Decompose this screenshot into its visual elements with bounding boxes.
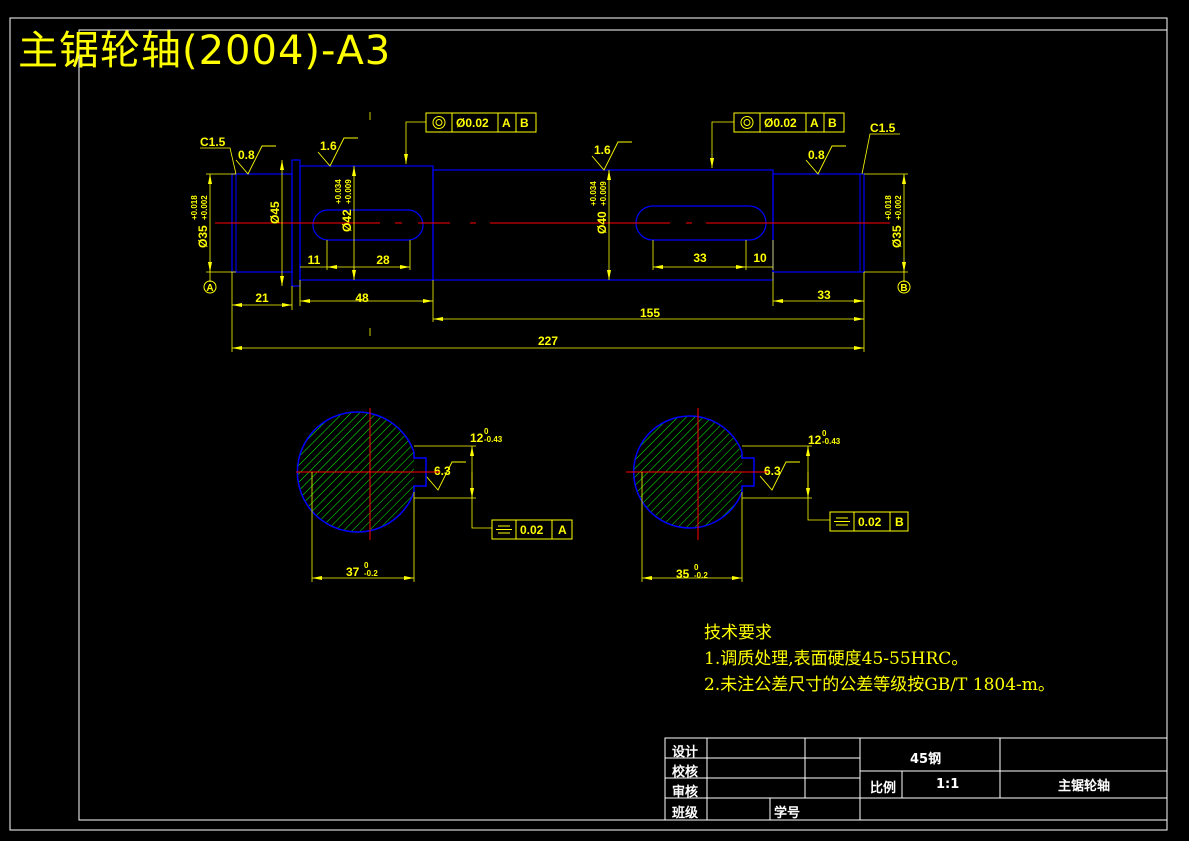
section-a-width: 37 [346,565,360,579]
dim-keyway-offset-right: 10 [753,251,767,265]
dim-left-section: 48 [355,291,369,305]
diameter-shoulder: Ø45 [268,201,282,224]
section-b-width: 35 [676,567,690,581]
section-view-a: 37 0 -0.2 12 0 -0.43 0.02 A [296,408,573,582]
svg-text:Ø45: Ø45 [268,201,282,224]
section-b-width-lower: -0.2 [694,571,708,580]
svg-text:+0.018: +0.018 [884,195,893,220]
drawing-title: 主锯轮轴(2004)-A3 [18,28,392,74]
tb-scale-label: 比例 [870,781,897,796]
section-b-key-lower: -0.43 [822,437,841,446]
symmetry-a-value: 0.02 [520,523,544,537]
diameter-middle: Ø40 +0.034 +0.009 [589,181,609,234]
tech-req-item-2: 2.未注公差尺寸的公差等级按GB/T 1804-m。 [704,675,1055,695]
section-a-key-lower: -0.43 [484,435,503,444]
svg-text:Ø40: Ø40 [595,211,609,234]
runout-left-datum2: B [520,116,529,130]
chamfer-label-left: C1.5 [200,135,226,149]
runout-right-value: Ø0.02 [764,116,797,130]
tb-check-label: 校核 [672,765,699,780]
section-a-key-width: 12 [470,431,484,445]
svg-text:+0.009: +0.009 [599,181,608,206]
datum-b-label: B [900,283,907,294]
datum-a-label: A [206,283,213,294]
dim-left-journal: 21 [255,291,269,305]
tb-material: 45钢 [910,752,942,767]
surface-finish-symbols [235,137,846,491]
dim-keyway-length-right: 33 [693,251,707,265]
runout-right-datum2: B [828,116,837,130]
svg-text:+0.002: +0.002 [200,195,209,220]
outer-frame [9,17,1168,831]
section-b-key-upper: 0 [822,429,827,438]
chamfer-label-right: C1.5 [870,121,896,135]
svg-text:Ø35: Ø35 [196,225,210,248]
svg-text:+0.034: +0.034 [589,181,598,206]
title-block-grid [664,737,1168,821]
tb-part-name: 主锯轮轴 [1058,779,1111,794]
finish-label-left-key: 1.6 [320,139,337,153]
dim-middle-section: 155 [640,306,660,320]
dim-right-section: 33 [817,288,831,302]
dimension-lines [200,112,908,352]
symmetry-b-datum: B [895,515,904,529]
symmetry-b-value: 0.02 [858,515,882,529]
tb-scale-value: 1:1 [936,777,960,792]
diameter-left-key-section: Ø42 +0.034 +0.009 [334,179,354,232]
runout-frame-right [733,112,845,133]
svg-text:+0.018: +0.018 [190,195,199,220]
diameter-right-journal: Ø35 +0.018 +0.002 [884,195,904,248]
diameter-left-journal: Ø35 +0.018 +0.002 [190,195,210,248]
technical-requirements: 技术要求 1.调质处理,表面硬度45-55HRC。 2.未注公差尺寸的公差等级按… [704,620,1055,698]
tb-design-label: 设计 [672,745,699,760]
svg-text:Ø42: Ø42 [340,209,354,232]
symmetry-a-datum: A [558,523,567,537]
tech-req-item-1: 1.调质处理,表面硬度45-55HRC。 [704,649,969,669]
svg-text:+0.034: +0.034 [334,179,343,204]
svg-text:+0.009: +0.009 [344,179,353,204]
finish-label-section-a: 6.3 [434,464,451,478]
section-view-b: 35 0 -0.2 12 0 -0.43 0.02 B [626,408,909,582]
svg-text:Ø35: Ø35 [890,225,904,248]
finish-label-section-b: 6.3 [764,464,781,478]
runout-left-value: Ø0.02 [456,116,489,130]
runout-right-datum1: A [810,116,819,130]
section-b-width-upper: 0 [694,563,699,572]
tb-review-label: 审核 [672,785,699,800]
datum-markers: A B [203,280,911,294]
tb-student-no-label: 学号 [774,806,801,821]
inner-frame [78,29,1168,821]
dim-keyway-offset-left: 11 [308,253,321,267]
tb-class-label: 班级 [672,806,699,821]
svg-text:+0.002: +0.002 [894,195,903,220]
finish-label-right-journal: 0.8 [808,148,825,162]
section-a-width-lower: -0.2 [364,569,378,578]
finish-label-left-journal: 0.8 [238,148,255,162]
tech-req-heading: 技术要求 [704,623,772,643]
finish-label-right-key: 1.6 [594,143,611,157]
dimension-arrows [208,154,906,350]
dim-overall-length: 227 [538,334,558,348]
section-a-key-upper: 0 [484,427,489,436]
runout-left-datum1: A [502,116,511,130]
section-b-key-width: 12 [808,433,822,447]
dim-keyway-length-left: 28 [376,253,390,267]
section-a-width-upper: 0 [364,561,369,570]
runout-frame-left [425,112,537,133]
